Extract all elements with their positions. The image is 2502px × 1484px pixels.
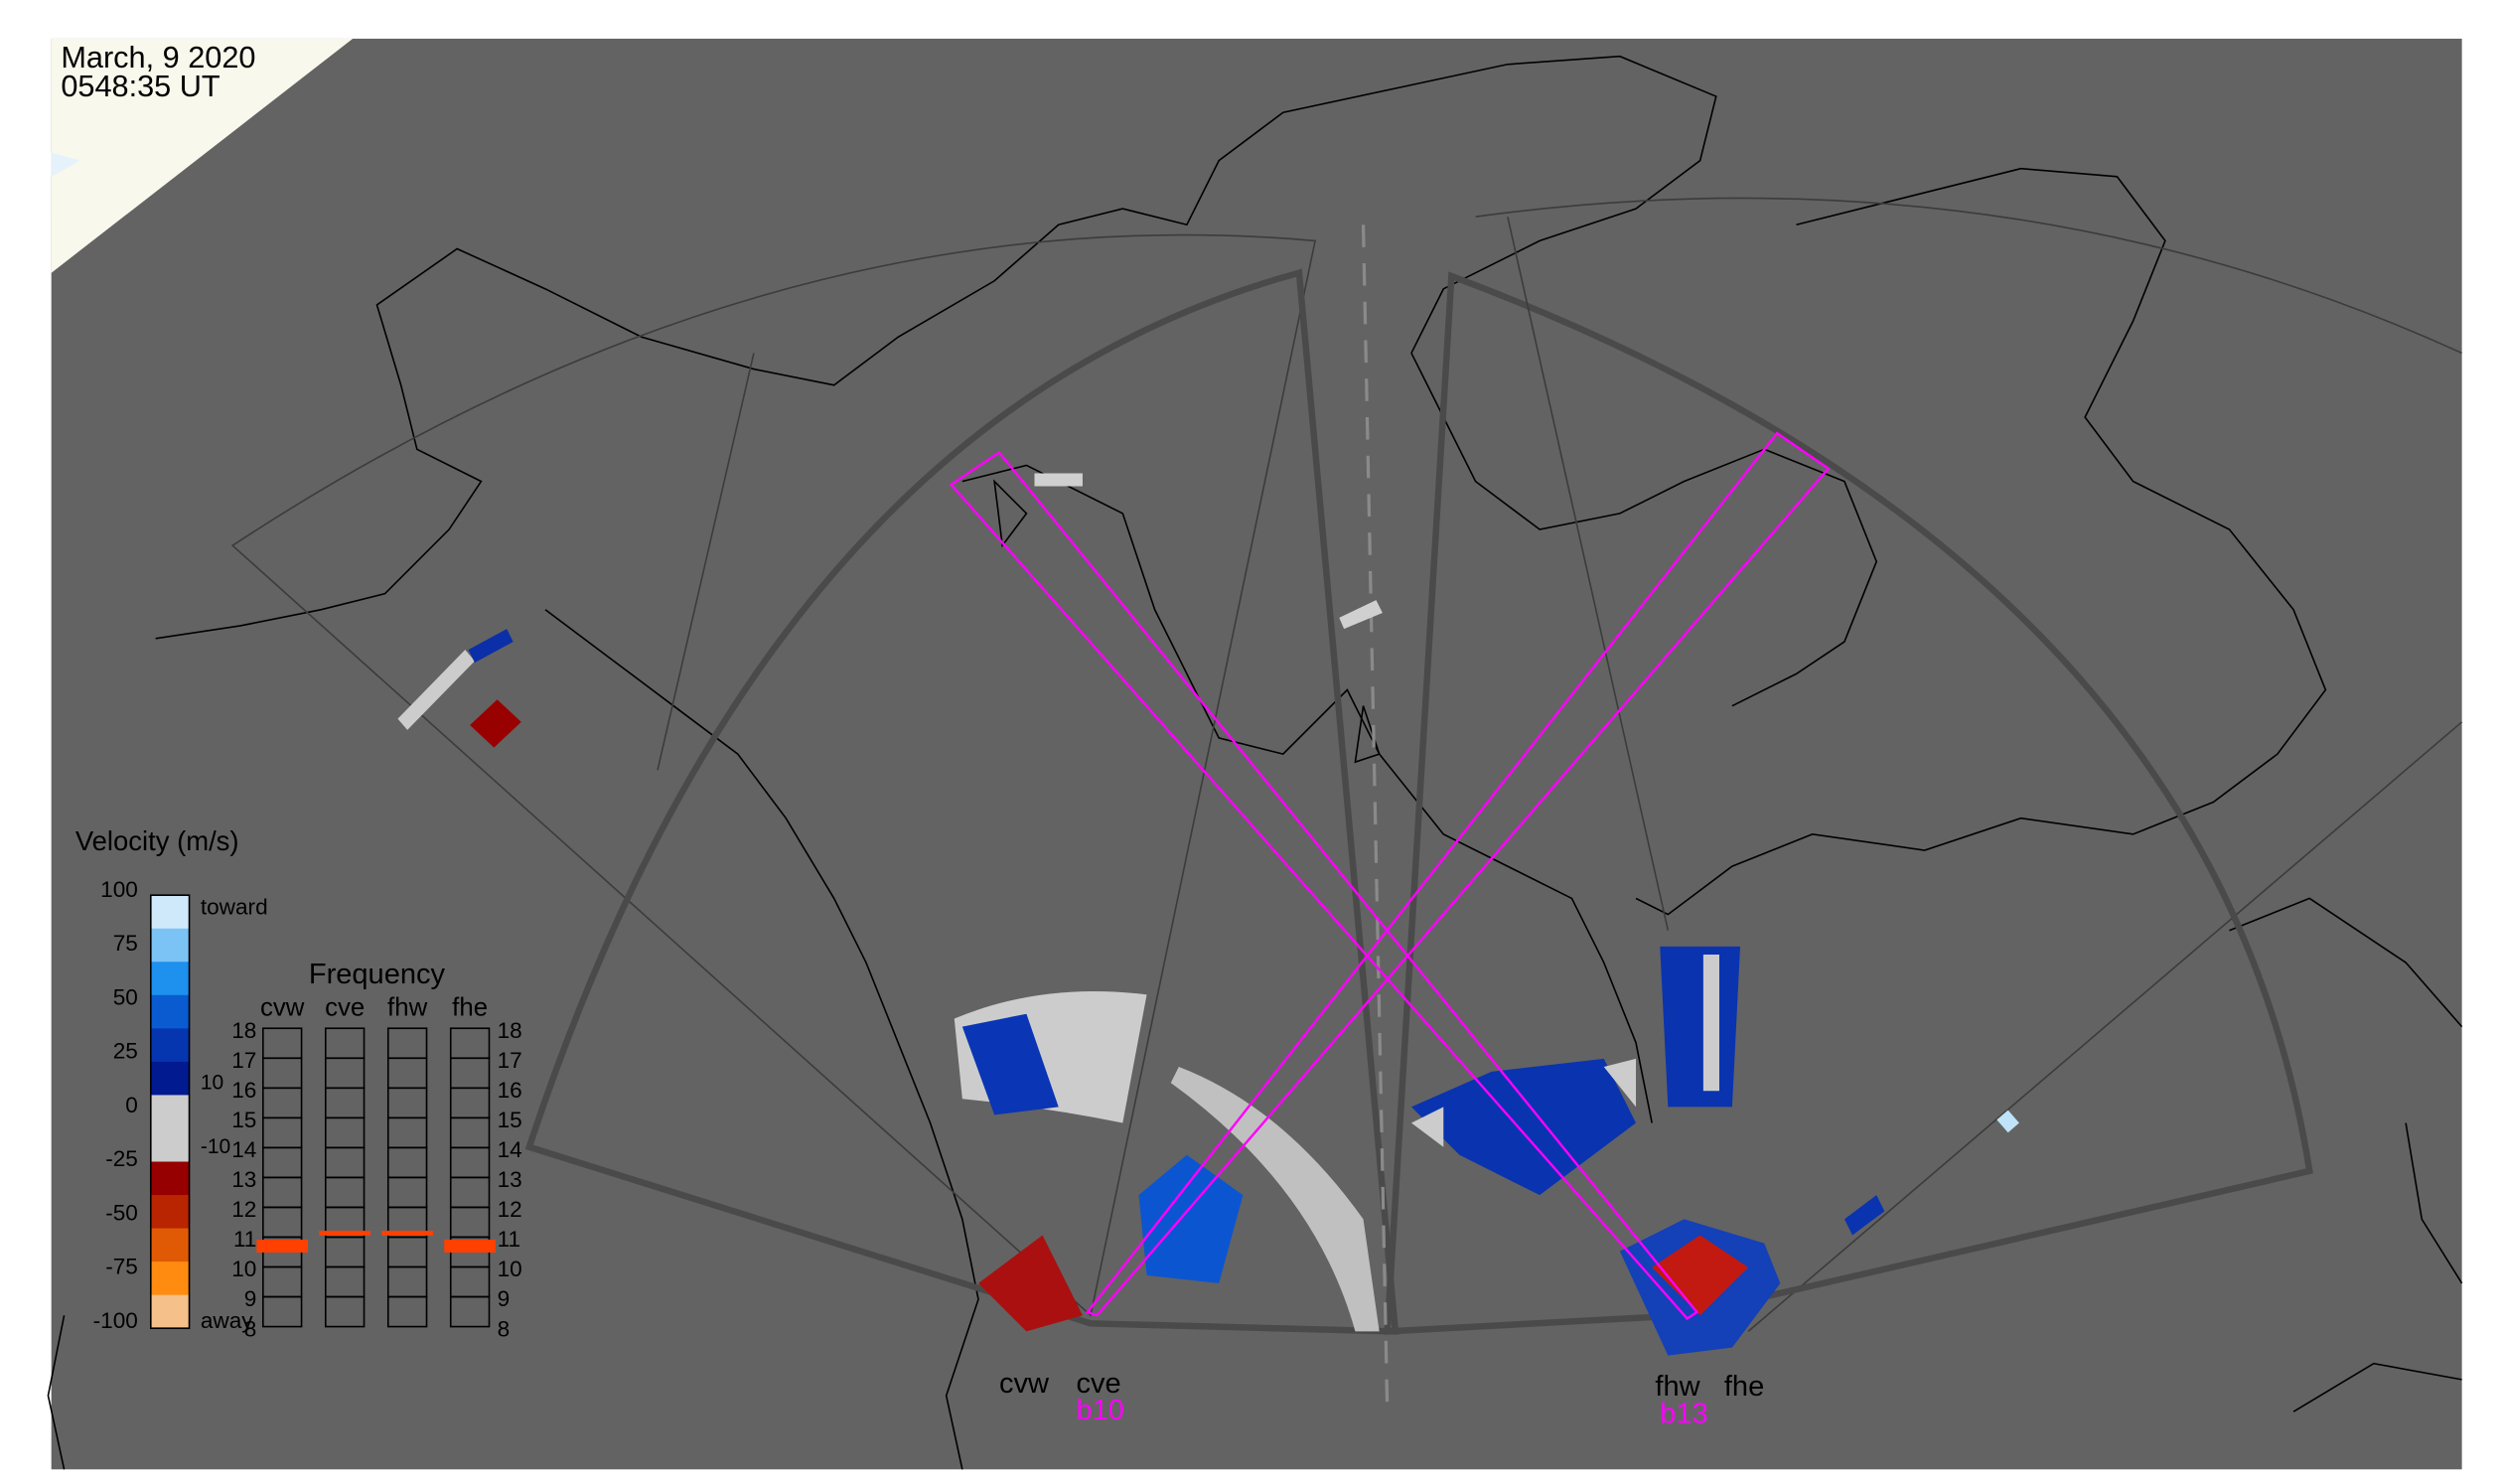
colorbar-segment	[150, 1161, 190, 1196]
velocity-colorbar-ticks: 100 75 50 25 0 -25 -50 -75 -100	[93, 877, 138, 1333]
frequency-tick-left: 9	[244, 1286, 257, 1311]
colorbar-segment	[150, 928, 190, 963]
radar-label-fhe: fhe	[1724, 1371, 1764, 1403]
fields-of-view	[230, 197, 2463, 1412]
radar-label-cve: cve	[1076, 1368, 1120, 1400]
frequency-indicator	[256, 1240, 309, 1253]
frequency-tick-right: 10	[498, 1257, 522, 1281]
colorbar-tick-label: 50	[113, 984, 138, 1009]
colorbar-segment	[150, 1028, 190, 1063]
colorbar-tick-label: 100	[100, 877, 138, 902]
frequency-tick-right: 15	[498, 1108, 522, 1132]
colorbar-tick-label: -100	[93, 1308, 138, 1333]
map-panel	[51, 38, 2462, 1470]
frequency-tick-right: 9	[498, 1286, 511, 1311]
frequency-tick-left: 12	[231, 1197, 256, 1222]
frequency-indicator	[381, 1231, 433, 1236]
colorbar-tick-label: 75	[113, 931, 138, 956]
frequency-tick-right: 14	[498, 1137, 522, 1162]
colorbar-segment	[150, 895, 190, 930]
date-label: March, 9 2020	[61, 40, 255, 74]
frequency-title: Frequency	[309, 959, 446, 990]
frequency-indicator	[319, 1231, 371, 1236]
radar-label-fhw: fhw	[1655, 1371, 1700, 1403]
colorbar-segment	[150, 994, 190, 1029]
beam-label-b13: b13	[1660, 1398, 1707, 1429]
frequency-cell	[449, 1027, 491, 1060]
colorbar-segment	[150, 1127, 190, 1162]
colorbar-segment	[150, 962, 190, 996]
colorbar-segment	[150, 1195, 190, 1230]
frequency-tick-left: 16	[231, 1078, 256, 1103]
colorbar-tick-label: -50	[105, 1200, 138, 1225]
frequency-cell	[262, 1027, 303, 1060]
frequency-tick-right: 17	[498, 1048, 522, 1073]
frequency-tick-left: 10	[231, 1257, 256, 1281]
frequency-tick-left: 14	[231, 1137, 256, 1162]
velocity-scatter	[397, 473, 2019, 1356]
frequency-tick-right: 11	[498, 1227, 520, 1252]
frequency-indicator	[444, 1240, 496, 1253]
frequency-tick-right: 12	[498, 1197, 522, 1222]
frequency-tick-left: 17	[231, 1048, 256, 1073]
velocity-legend-title: Velocity (m/s)	[75, 825, 239, 856]
inner-tick-10: 10	[201, 1072, 223, 1095]
frequency-tick-right: 13	[498, 1167, 522, 1192]
frequency-tick-right: 8	[498, 1316, 511, 1341]
frequency-tick-left: 11	[233, 1227, 256, 1252]
frequency-cell	[386, 1027, 428, 1060]
colorbar-tick-label: -75	[105, 1255, 138, 1279]
daylight-corner	[51, 38, 354, 273]
colorbar-tick-label: 0	[125, 1093, 138, 1117]
radar-label-cvw: cvw	[999, 1368, 1050, 1400]
frequency-tick-right: 16	[498, 1078, 522, 1103]
colorbar-segment	[150, 1294, 190, 1329]
frequency-tick-left: 8	[244, 1316, 257, 1341]
time-label: 0548:35 UT	[61, 69, 221, 103]
beam-label-b10: b10	[1076, 1395, 1123, 1426]
toward-label: toward	[201, 895, 268, 920]
velocity-colorbar	[149, 894, 191, 1329]
frequency-radar-label: fhw	[387, 993, 428, 1021]
colorbar-segment	[150, 1061, 190, 1096]
beam-overlays	[949, 431, 1831, 1321]
colorbar-segment	[150, 1095, 190, 1129]
away-label: away	[201, 1308, 253, 1333]
frequency-tick-right: 18	[498, 1018, 522, 1043]
colorbar-tick-label: -25	[105, 1146, 138, 1171]
inner-tick-neg10: -10	[201, 1135, 230, 1158]
colorbar-tick-label: 25	[113, 1039, 138, 1064]
frequency-radar-label: cvw	[260, 993, 305, 1021]
colorbar-segment	[150, 1228, 190, 1262]
frequency-cell	[324, 1027, 366, 1060]
coastlines	[47, 55, 2463, 1470]
frequency-radar-label: cve	[325, 993, 365, 1021]
colorbar-segment	[150, 1261, 190, 1296]
frequency-tick-left: 18	[231, 1018, 256, 1043]
frequency-tick-left: 13	[231, 1167, 256, 1192]
frequency-tick-left: 15	[231, 1108, 256, 1132]
frequency-radar-label: fhe	[452, 993, 488, 1021]
